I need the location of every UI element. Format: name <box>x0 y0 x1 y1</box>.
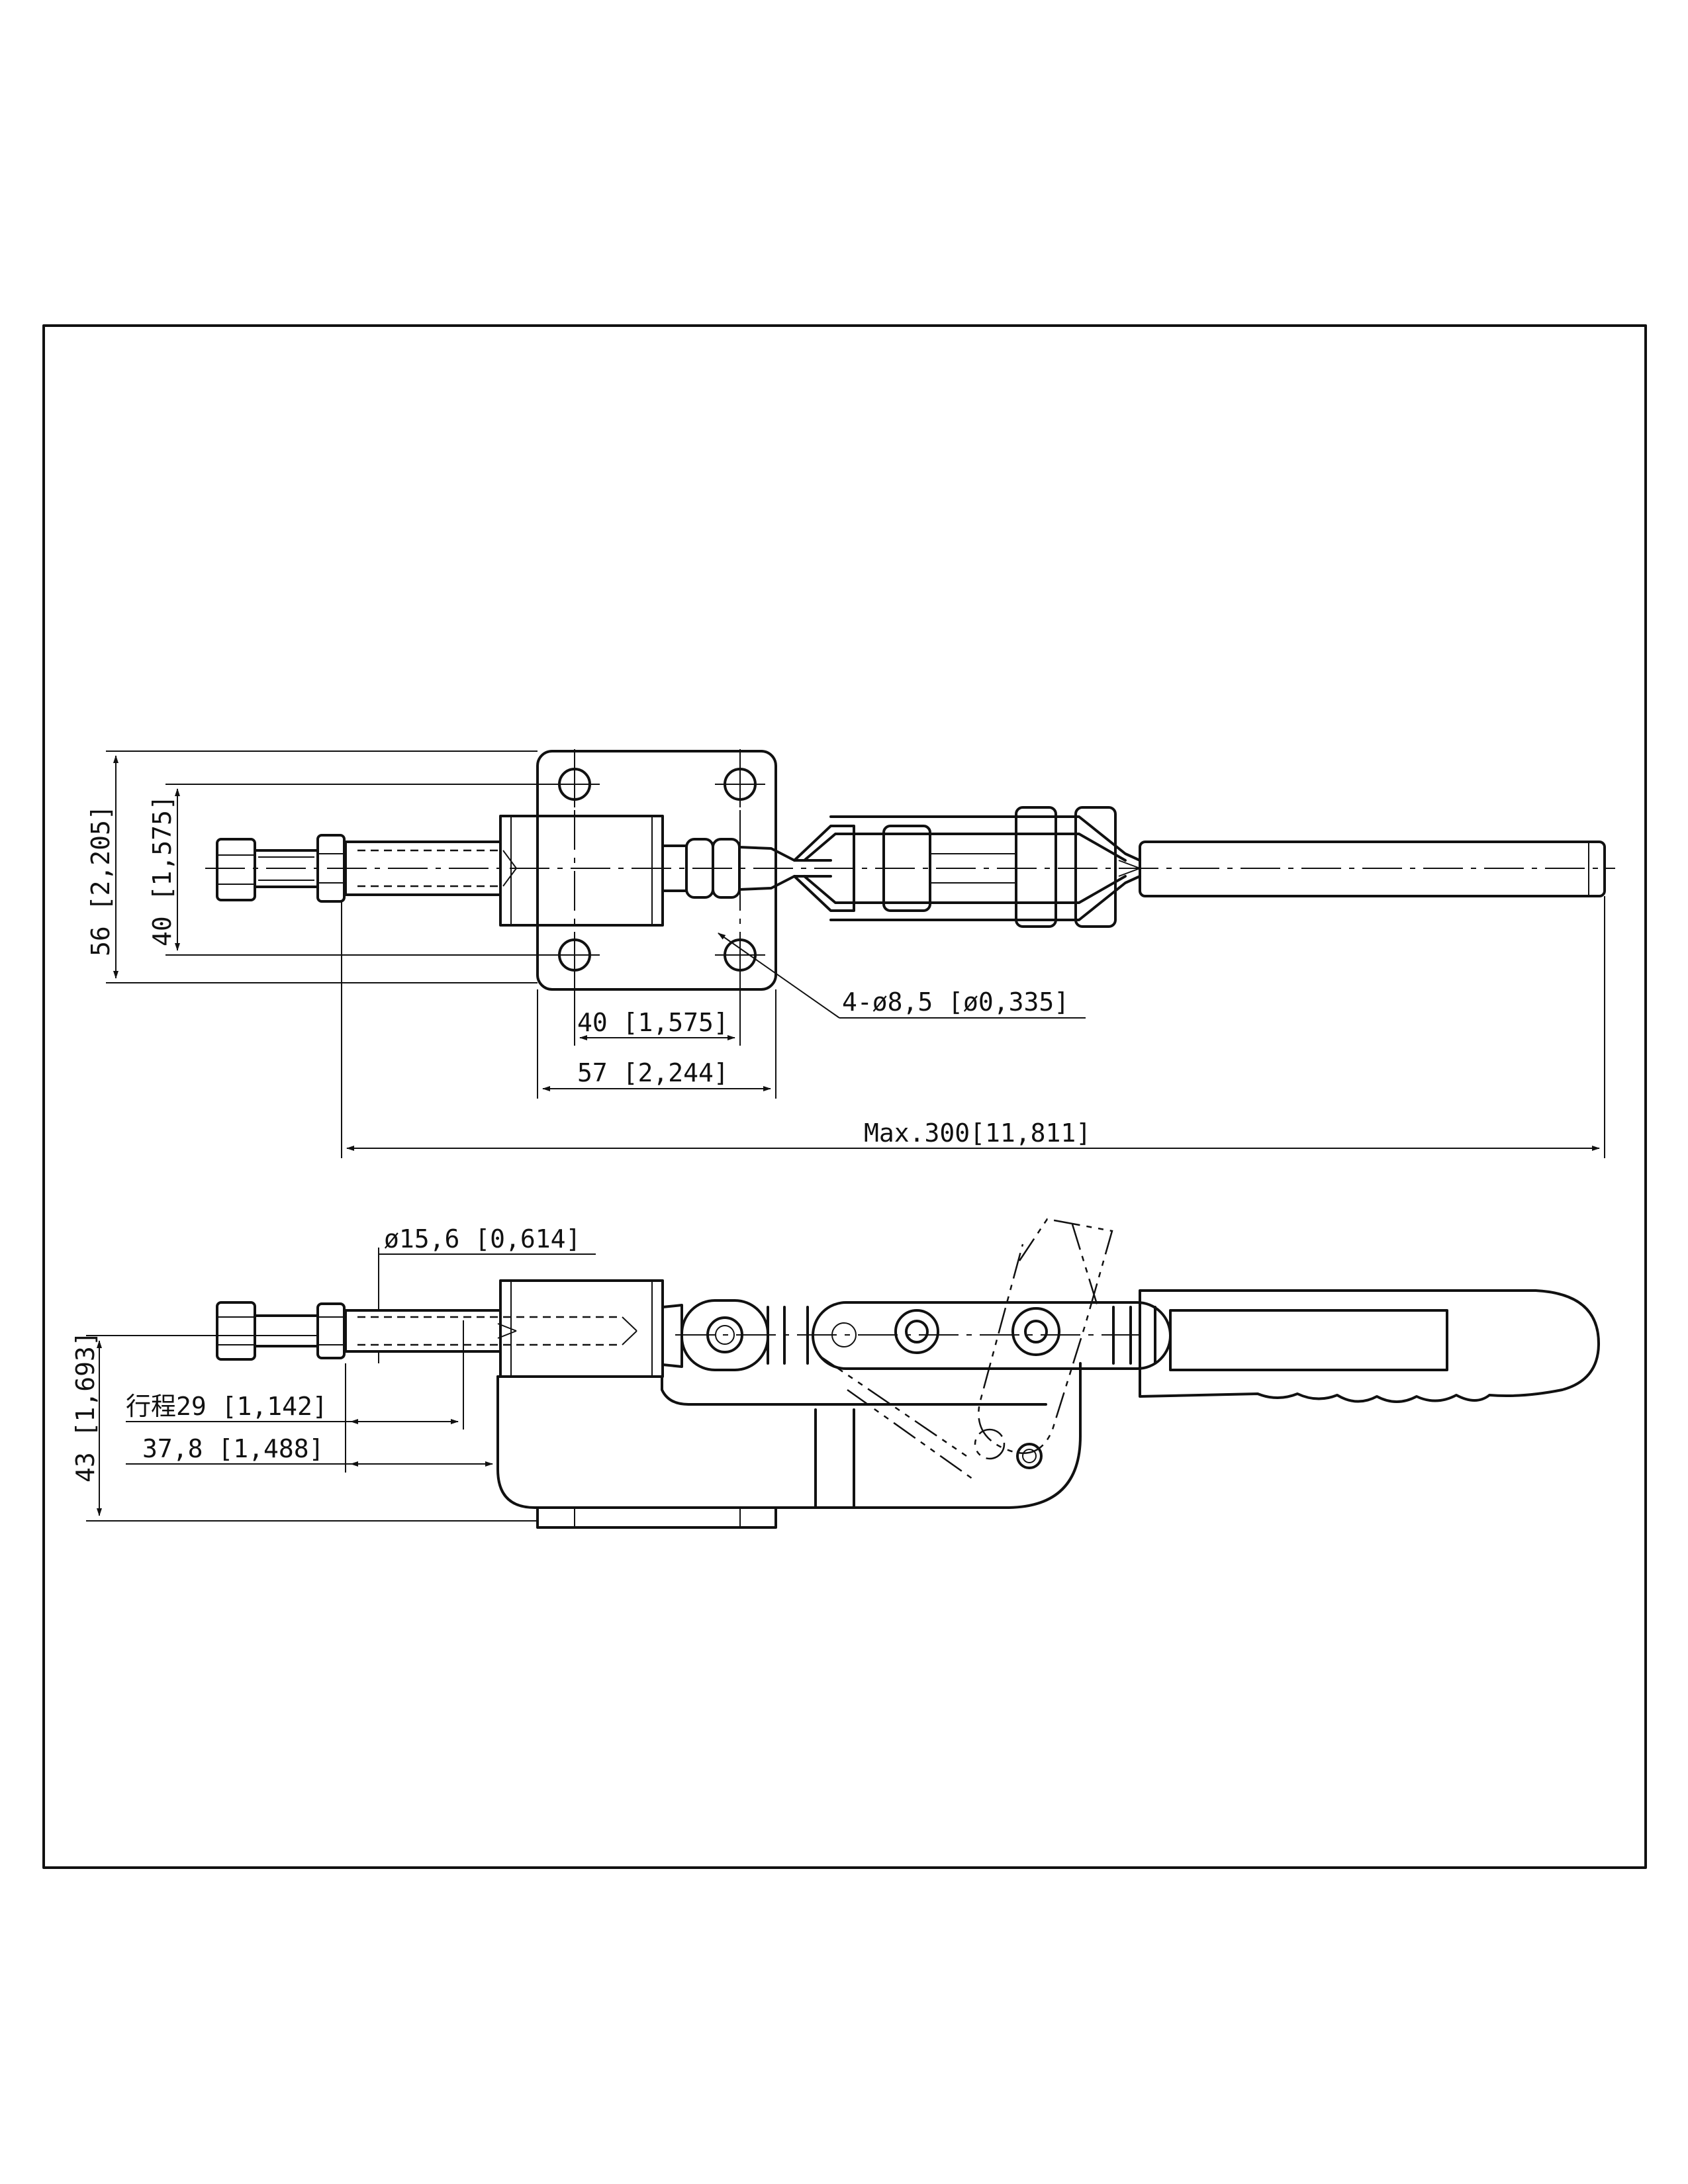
dim-stroke: 行程29 [1,142] <box>126 1392 328 1421</box>
hex-head <box>216 838 256 901</box>
dim-hole-spacing-horizontal: 40 [1,575] <box>577 1008 729 1037</box>
side-view <box>86 1218 1600 1529</box>
hex-head <box>216 1301 256 1361</box>
pivot-block <box>1015 806 1057 928</box>
dim-side-height: 43 [1,693] <box>71 1331 100 1482</box>
handle-grip <box>1139 1289 1600 1403</box>
dim-hole-spacing-vertical: 40 [1,575] <box>148 795 177 946</box>
dim-max-length: Max.300[11,811] <box>864 1118 1091 1148</box>
plunger-housing <box>499 815 664 927</box>
drawing-frame <box>42 324 1647 1869</box>
lock-nut <box>316 1302 346 1359</box>
base-plate <box>536 750 777 991</box>
dim-plunger-offset: 37,8 [1,488] <box>142 1434 324 1463</box>
dim-hole-callout: 4-ø8,5 [ø0,335] <box>842 987 1069 1017</box>
pivot-pin <box>894 1309 939 1354</box>
phantom-position <box>978 1218 1113 1454</box>
top-view <box>106 749 1615 1158</box>
pivot-pin <box>1011 1307 1060 1356</box>
clamp-body <box>496 1362 1082 1509</box>
spindle-screw <box>254 1314 319 1347</box>
link-bar <box>661 1304 683 1368</box>
dim-plunger-diameter: ø15,6 [0,614] <box>384 1224 581 1253</box>
plunger-housing <box>499 1279 664 1378</box>
dim-overall-height: 56 [2,205] <box>86 805 115 956</box>
dim-base-width: 57 [2,244] <box>577 1058 729 1087</box>
